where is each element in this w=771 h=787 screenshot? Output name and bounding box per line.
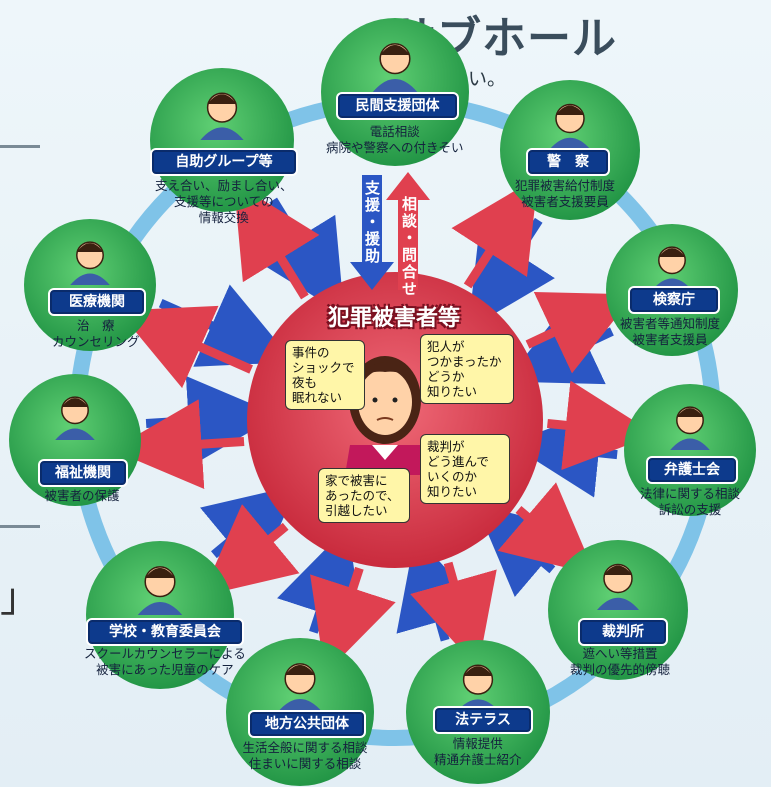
node-description-line: 遮へい等措置 <box>582 646 658 661</box>
bubble-line: 知りたい <box>427 384 478 399</box>
bubble-line: ショックで <box>292 360 355 375</box>
bracket-fragment: 」 <box>0 575 40 621</box>
consult-arrow-kensatsu <box>525 291 635 374</box>
person-icon <box>652 246 692 290</box>
node-description-line: 被害者支援員 <box>632 332 708 347</box>
concern-bubble: 裁判がどう進んでいくのか知りたい <box>420 434 510 504</box>
person-icon <box>597 563 639 610</box>
node-description-line: カウンセリング <box>52 334 140 349</box>
node-description-line: 支え合い、励まし合い、 <box>155 178 293 193</box>
consult-arrow-fukushi <box>111 399 245 490</box>
node-label-houterasu: 法テラス <box>435 708 531 732</box>
node-description-line: 支援等についての <box>173 194 274 209</box>
node-description-chihou: 生活全般に関する相談住まいに関する相談 <box>243 740 368 772</box>
node-description-minkan: 電話相談病院や警察への付きそい <box>326 124 464 156</box>
node-description-bengoshi: 法律に関する相談訴訟の支援 <box>640 486 740 518</box>
bubble-line: 夜も <box>292 375 318 390</box>
consult-arrow <box>386 172 430 290</box>
support-arrow-keisatsu <box>468 217 555 330</box>
node-description-line: 治 療 <box>77 318 115 333</box>
node-description-line: 裁判の優先的傍聴 <box>570 662 671 677</box>
person-icon <box>200 92 244 140</box>
node-label-bengoshi: 弁護士会 <box>648 458 736 482</box>
node-description-line: 住まいに関する相談 <box>248 756 362 771</box>
node-description-line: 訴訟の支援 <box>658 502 722 517</box>
bubble-line: 家で被害に <box>325 473 388 488</box>
bubble-line: どうか <box>427 369 465 384</box>
divider-line <box>0 145 40 148</box>
node-description-line: 情報交換 <box>198 210 249 225</box>
node-description-line: 被害者の保護 <box>44 488 120 503</box>
node-description-gakkou: スクールカウンセラーによる被害にあった児童のケア <box>84 646 246 678</box>
victim-figure-icon <box>345 356 428 475</box>
bubble-line: どう進んで <box>427 454 489 469</box>
bubble-line: 裁判が <box>427 439 465 454</box>
node-description-line: 被害者支援要員 <box>521 194 609 209</box>
bubble-line: 犯人が <box>427 339 465 354</box>
person-icon <box>670 406 710 450</box>
consult-arrow-jijo <box>233 182 320 300</box>
node-label-chihou: 地方公共団体 <box>250 712 364 736</box>
node-label-jijo: 自助グループ等 <box>152 150 296 174</box>
node-description-line: 電話相談 <box>369 124 420 139</box>
bubble-line: 眠れない <box>292 390 343 405</box>
bubble-line: 知りたい <box>427 484 478 499</box>
support-arrow <box>350 175 394 290</box>
consult-arrow-houterasu <box>410 561 497 669</box>
node-label-minkan: 民間支援団体 <box>338 94 457 118</box>
node-description-line: 法律に関する相談 <box>640 486 741 501</box>
node-description-fukushi: 被害者の保護 <box>45 488 120 504</box>
node-description-line: 生活全般に関する相談 <box>242 740 368 755</box>
node-description-jijo: 支え合い、励まし合い、支援等についての情報交換 <box>155 178 293 226</box>
consult-label: 相談・問合せ <box>400 196 418 298</box>
node-description-line: 被害者等通知制度 <box>620 316 721 331</box>
support-arrow-houterasu <box>396 534 484 642</box>
person-icon <box>372 43 418 92</box>
consult-arrow-iryou <box>118 305 253 389</box>
person-icon <box>137 566 183 615</box>
support-arrow-chihou <box>277 526 363 634</box>
victim-title: 犯罪被害者等 <box>327 306 460 331</box>
person-icon <box>277 663 323 712</box>
node-description-line: 犯罪被害給付制度 <box>515 178 616 193</box>
consult-arrow-keisatsu <box>451 177 539 289</box>
node-label-gakkou: 学校・教育委員会 <box>88 620 242 644</box>
bubble-line: 事件の <box>292 345 330 360</box>
consult-arrow-chihou <box>310 566 396 674</box>
concern-bubble: 事件のショックで夜も眠れない <box>285 340 365 410</box>
node-description-line: 情報提供 <box>452 736 503 751</box>
arrow-group <box>111 177 656 674</box>
node-description-kensatsu: 被害者等通知制度被害者支援員 <box>620 316 720 348</box>
person-icon <box>55 396 95 440</box>
node-description-iryou: 治 療カウンセリング <box>52 318 140 350</box>
node-description-line: 病院や警察への付きそい <box>326 140 464 155</box>
person-icon <box>549 103 591 150</box>
consult-arrow-bengoshi <box>546 380 656 471</box>
node-description-line: 被害にあった児童のケア <box>96 662 234 677</box>
person-icon <box>70 241 110 285</box>
concern-bubble: 家で被害にあったので、引越したい <box>318 468 410 523</box>
node-description-houterasu: 情報提供精通弁護士紹介 <box>434 736 522 768</box>
node-label-kensatsu: 検察庁 <box>630 288 718 312</box>
node-description-keisatsu: 犯罪被害給付制度被害者支援要員 <box>515 178 615 210</box>
bubble-line: いくのか <box>427 469 478 484</box>
bubble-line: つかまったか <box>427 354 502 369</box>
bubble-line: 引越したい <box>325 503 388 518</box>
node-label-keisatsu: 警 察 <box>528 150 608 174</box>
node-label-fukushi: 福祉機関 <box>40 461 126 485</box>
support-label: 支援・援助 <box>363 180 381 265</box>
node-label-saibansho: 裁判所 <box>580 620 666 644</box>
divider-line <box>0 525 40 528</box>
support-arrow-fukushi <box>145 375 279 466</box>
node-description-line: 精通弁護士紹介 <box>434 752 522 767</box>
consult-arrow-gakkou <box>201 504 300 597</box>
node-description-line: スクールカウンセラーによる <box>84 646 246 661</box>
node-description-saibansho: 遮へい等措置裁判の優先的傍聴 <box>570 646 670 678</box>
consult-arrow-saibansho <box>497 482 596 575</box>
node-label-iryou: 医療機関 <box>50 290 144 314</box>
support-arrow-bengoshi <box>509 408 618 498</box>
concern-bubble: 犯人がつかまったかどうか知りたい <box>420 334 514 404</box>
bubble-line: あったので、 <box>325 488 400 503</box>
